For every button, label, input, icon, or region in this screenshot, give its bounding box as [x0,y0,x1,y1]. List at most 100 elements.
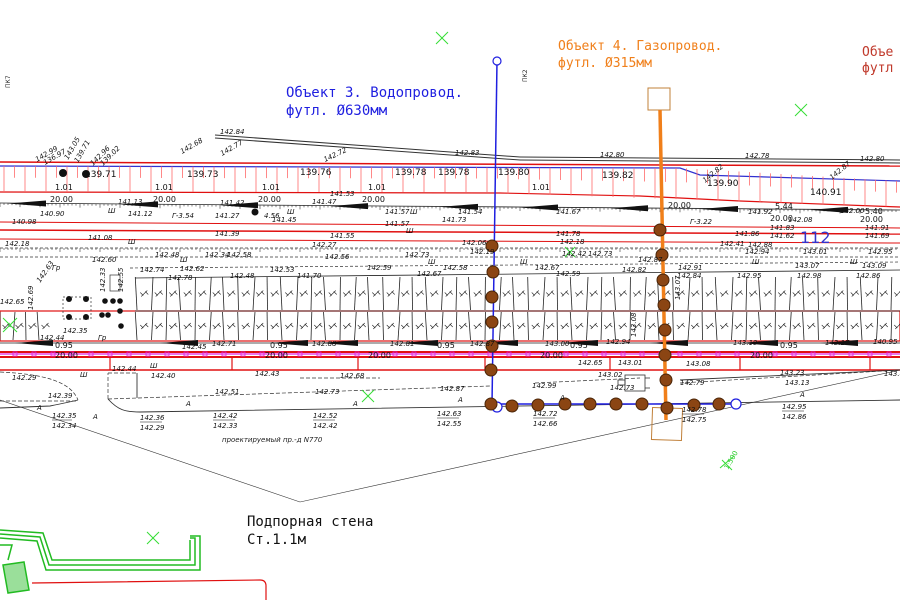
grass-symbol [546,322,555,330]
profile-bottom: 142.33 [213,422,238,430]
slope-value: 5.44 [775,202,793,211]
slope-arrow [8,200,46,207]
stall-divider [527,276,529,311]
elev-label: 142.72 [322,146,348,164]
slope-length: 20.00 [860,215,883,224]
slope-arrow [610,205,648,212]
ditch-symbol: Ш [406,227,414,235]
area-letter: А [559,394,565,402]
grass-symbol [604,322,613,330]
stall-divider [890,276,893,311]
stall-divider [12,311,16,341]
elev-label: 139.76 [300,168,332,178]
utility-node [202,351,208,357]
elev-label: 142.56 [325,253,350,261]
elev-label: 141.12 [128,210,153,218]
elev-label: 143.01 [803,248,828,256]
profile-top: 142.42 [213,412,238,420]
elev-label: 142.86 [856,272,881,280]
elev-label: 142.06 [462,239,487,247]
grass-symbol [546,290,555,297]
elev-label: 142.95 [868,248,893,256]
elev-label: 141.69 [865,232,890,240]
grass-symbol [372,322,381,330]
slope-arrow [330,203,368,210]
grass-symbol [212,322,221,330]
stall-divider [296,311,299,341]
profile-top: 142.78 [682,406,707,414]
elev-label: 142.68 [179,136,205,155]
utility-node [183,351,189,357]
well [484,397,498,411]
grass-symbol [140,322,149,330]
grass-symbol [343,322,352,330]
ditch-symbol: Ш [850,258,858,266]
elev-label: 142.68 [340,372,365,380]
slope-value: 1.01 [262,183,280,192]
elev-label: 142.58 [443,264,468,272]
grass-symbol [749,322,758,330]
stall-divider [310,311,313,341]
pk-marker-left: ПК7 [5,75,12,88]
stall-divider [586,311,589,341]
elev-label: 142.33 [99,268,107,293]
stall-divider [36,311,40,341]
well [656,273,670,287]
stall-divider [424,311,428,341]
ditch-symbol: Ш [520,258,528,266]
slope-value: 1.01 [532,183,550,192]
elev-label: 143.07 [795,262,820,270]
stall-divider [134,311,138,341]
utility-node [297,351,303,357]
elev-label: 142.35 [63,327,88,335]
slope-arrow [320,340,358,346]
utility-node [886,351,892,357]
stall-divider [789,311,792,341]
grass-symbol [140,290,149,297]
grass-symbol [444,322,453,330]
elev-label: 142.99 [532,382,557,390]
slope-arrow [650,340,688,346]
stall-divider [222,276,225,311]
elev-label: 142.88 [748,241,773,249]
grass-symbol [415,290,424,297]
grass-symbol [705,322,714,330]
stall-divider [600,311,603,341]
grass-symbol [821,322,830,330]
object3-title: Объект 3. Водопровод. [286,85,463,101]
utility-node [392,351,398,357]
utility-node [88,351,94,357]
grass-symbol [836,322,845,330]
grass-symbol [430,322,439,330]
grass-symbol [415,322,424,330]
mid-elevations: 141.13 141.12 140.90 140.98 141.27 141.4… [12,190,890,256]
stall-divider [802,311,805,341]
elev-label: 4.56 [264,212,280,220]
lower-dashed [0,369,900,402]
utility-node [582,351,588,357]
grass-symbol [241,322,250,330]
elev-label: 141.57 [385,208,410,216]
slope-length: 20.00 [668,201,691,210]
grass-symbol [227,322,236,330]
elev-label: 142.42 [562,250,587,258]
stall-divider [279,311,283,341]
stall-divider [178,311,181,341]
lower-road-band [0,340,900,371]
elev-label: 142.77 [219,138,245,157]
elev-label: 142.67 [417,270,442,278]
pk-marker-right: ПК2 [522,69,529,82]
ditch-symbol: Ш [128,238,136,246]
slope-labels-lower: 0.95 20.00 0.95 20.00 0.95 20.00 0.95 20… [55,341,798,360]
elev-label: 142.67 [535,264,560,272]
grass-symbol [807,290,816,297]
slope-length: 20.00 [540,351,563,360]
elev-label: 142.55 [117,267,125,292]
elev-label: 142.27 [312,241,337,249]
stall-divider [569,311,573,341]
elev-label: 143.13 [785,379,810,387]
grass-symbol [401,290,410,297]
stall-divider [876,276,879,311]
red-boundary [31,579,267,600]
